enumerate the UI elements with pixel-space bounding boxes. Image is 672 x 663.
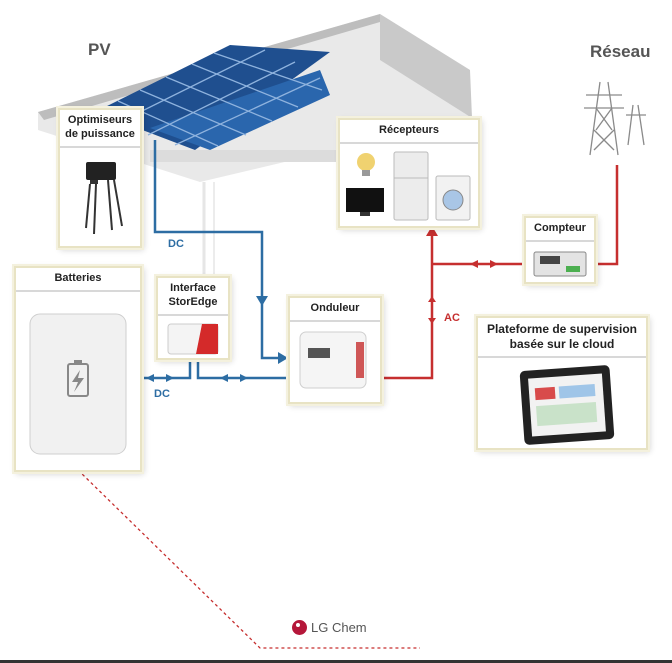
solar-panel-icon (95, 45, 330, 150)
washing-machine-icon (435, 175, 471, 221)
ac-wiring (372, 165, 619, 380)
inverter-card: Onduleur (288, 296, 382, 404)
tv-icon (346, 187, 384, 216)
batteries-title: Batteries (16, 268, 140, 292)
storedge-title: Interface StorEdge (158, 278, 228, 316)
inverter-device-icon (290, 322, 380, 402)
fridge-icon (393, 151, 429, 221)
storedge-card: Interface StorEdge (156, 276, 230, 360)
meter-card: Compteur (524, 216, 596, 284)
storedge-device-icon (158, 316, 228, 362)
lg-chem-text: LG Chem (311, 620, 367, 635)
dc-bottom-label: DC (154, 388, 170, 400)
dc-top-label: DC (168, 238, 184, 250)
optimizers-title: Optimiseurs de puissance (60, 110, 140, 148)
batteries-card: Batteries (14, 266, 142, 472)
power-pylon-icon (584, 81, 646, 156)
ac-arrows (426, 226, 498, 324)
platform-card: Plateforme de supervision basée sur le c… (476, 316, 648, 450)
lg-chem-logo: LG Chem (292, 620, 367, 635)
bottom-rule (0, 660, 672, 663)
lg-chem-connector (77, 469, 420, 649)
battery-icon (16, 292, 140, 468)
grid-label: Réseau (590, 42, 651, 61)
meter-device-icon (526, 242, 594, 284)
meter-title: Compteur (526, 218, 594, 242)
optimizers-card: Optimiseurs de puissance (58, 108, 142, 248)
dc-arrows (146, 296, 288, 382)
platform-title: Plateforme de supervision basée sur le c… (478, 318, 646, 358)
pv-label: PV (88, 40, 111, 59)
receivers-title: Récepteurs (340, 120, 478, 144)
receivers-card: Récepteurs (338, 118, 480, 228)
optimizer-icon (60, 148, 140, 246)
tablet-dashboard-icon (478, 358, 646, 448)
light-bulb-icon (357, 152, 375, 176)
ac-label: AC (444, 312, 460, 324)
inverter-title: Onduleur (290, 298, 380, 322)
lg-logo-mark-icon (292, 620, 307, 635)
